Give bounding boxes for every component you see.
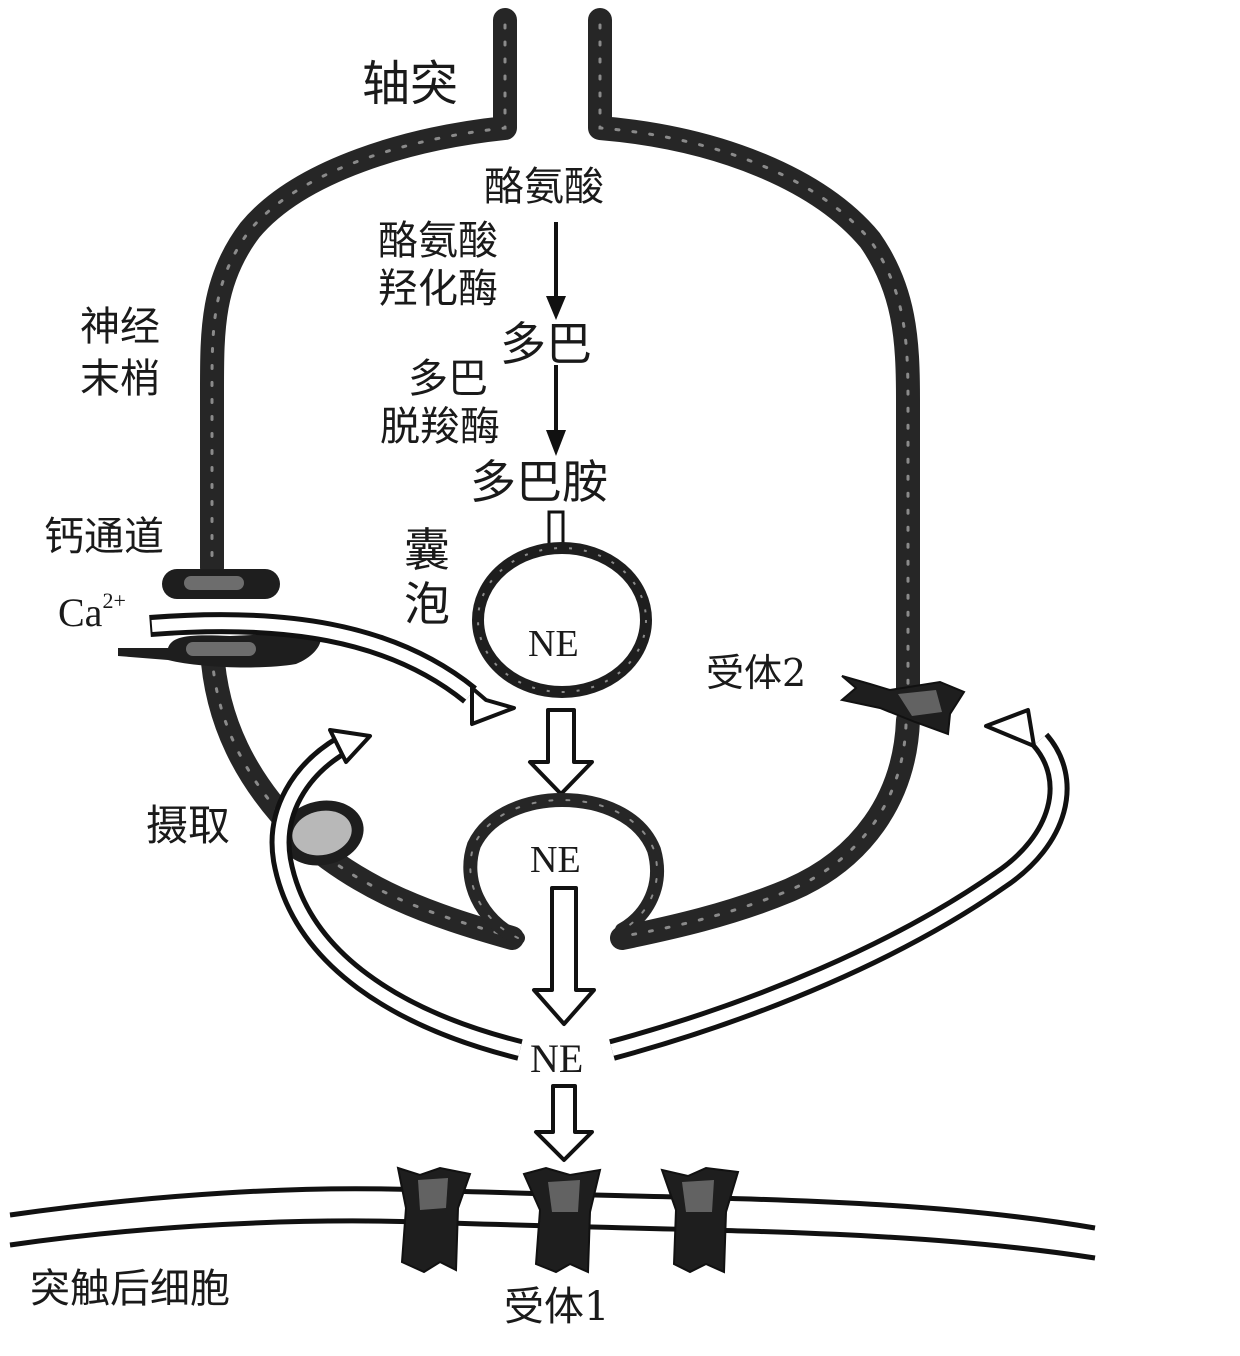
release-arrow-1 [528, 708, 594, 796]
vesicle [472, 542, 652, 698]
calcium-charge: 2+ [102, 588, 125, 613]
receptor2 [839, 675, 966, 736]
calcium-channel [118, 569, 321, 668]
receptor2-feedback-arrow [609, 708, 1070, 1061]
calcium-influx-arrow [149, 612, 516, 726]
enzyme1-label-1: 酪氨酸 [378, 218, 498, 264]
axon-label: 轴突 [362, 56, 458, 112]
dopa-label: 多巴 [500, 317, 592, 371]
vesicle-label-1: 囊 [404, 523, 450, 577]
receptor1-b [522, 1166, 602, 1274]
nerve-terminal-label-1: 神经 [80, 304, 160, 350]
postsynaptic-cell-label: 突触后细胞 [30, 1266, 230, 1312]
uptake-transporter [280, 800, 364, 866]
uptake-arrow [269, 728, 523, 1061]
nerve-terminal-label-2: 末梢 [80, 356, 160, 402]
release-arrow-3 [534, 1084, 594, 1162]
ne-in-vesicle: NE [528, 623, 579, 665]
receptor1-a [396, 1166, 472, 1274]
calcium-ion-label: Ca2+ [58, 588, 126, 635]
vesicle-label-2: 泡 [404, 577, 450, 631]
enzyme1-label-2: 羟化酶 [378, 266, 498, 312]
enzyme2-label-2: 脱羧酶 [380, 404, 500, 450]
exocytosis-vesicle [463, 793, 664, 945]
receptor2-label: 受体2 [706, 651, 806, 695]
postsynaptic-membrane [9, 1186, 1096, 1261]
ne-in-cleft: NE [530, 1036, 583, 1081]
release-arrow-2 [532, 886, 596, 1026]
calcium-channel-label: 钙通道 [44, 514, 164, 560]
receptor1-label: 受体1 [504, 1284, 609, 1330]
ne-released: NE [530, 839, 581, 881]
enzyme2-label-1: 多巴 [408, 356, 488, 402]
uptake-label: 摄取 [146, 801, 230, 850]
dopamine-label: 多巴胺 [470, 455, 608, 509]
receptor1-c [660, 1166, 740, 1274]
tyrosine-label: 酪氨酸 [484, 164, 604, 210]
